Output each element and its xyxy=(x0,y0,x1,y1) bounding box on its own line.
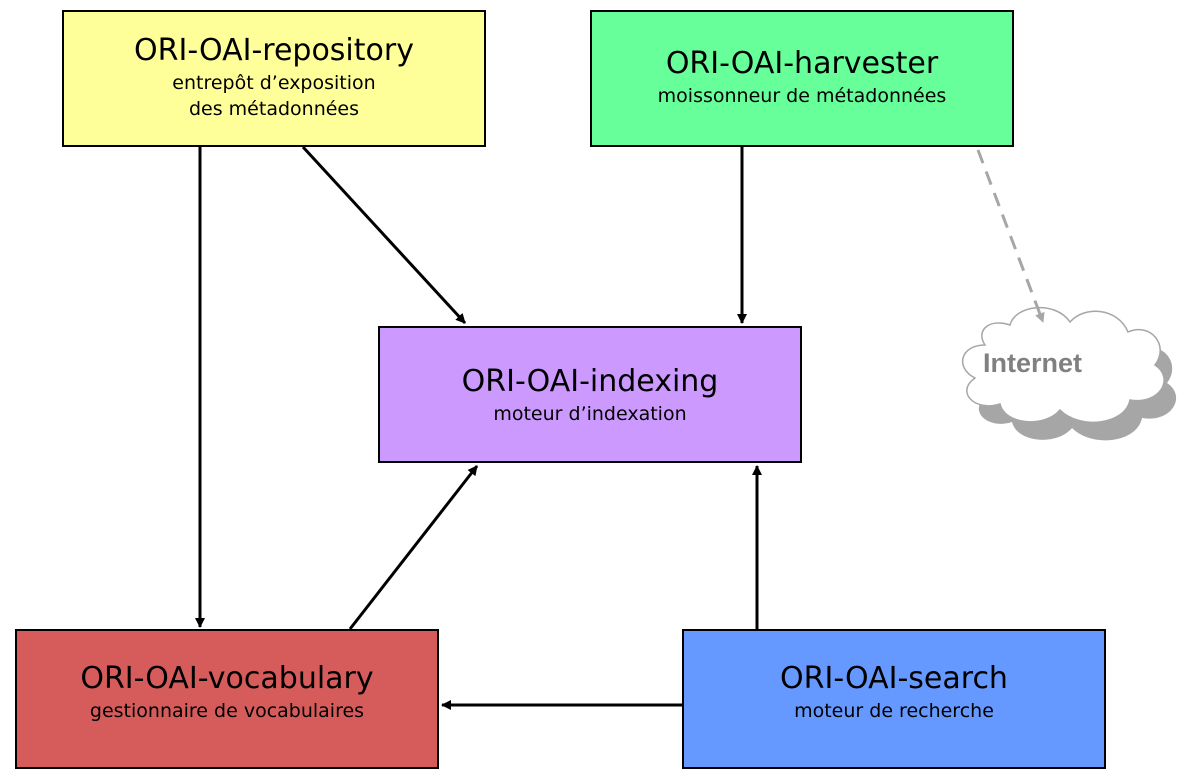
repository-subtitle-line1: entrepôt d’exposition xyxy=(172,71,376,94)
vocabulary-title: ORI-OAI-vocabulary xyxy=(80,661,374,696)
indexing-node: ORI-OAI-indexing moteur d’indexation xyxy=(378,326,802,463)
search-node: ORI-OAI-search moteur de recherche xyxy=(682,629,1106,769)
edge-repository-to-indexing xyxy=(301,145,467,325)
vocabulary-subtitle: gestionnaire de vocabulaires xyxy=(89,700,365,722)
internet-label: Internet xyxy=(983,348,1083,378)
search-title: ORI-OAI-search xyxy=(780,661,1008,696)
harvester-subtitle: moissonneur de métadonnées xyxy=(657,84,947,107)
edge-harvester-to-internet xyxy=(976,149,1045,323)
internet-cloud-icon xyxy=(961,307,1165,424)
vocabulary-node: ORI-OAI-vocabulary gestionnaire de vocab… xyxy=(15,629,439,769)
repository-subtitle-line2: des métadonnées xyxy=(188,97,360,120)
indexing-title: ORI-OAI-indexing xyxy=(461,363,719,399)
search-subtitle: moteur de recherche xyxy=(794,700,994,722)
edge-vocabulary-to-indexing xyxy=(348,465,479,630)
harvester-title: ORI-OAI-harvester xyxy=(665,45,939,81)
repository-node: ORI-OAI-repository entrepôt d’exposition… xyxy=(62,10,486,147)
repository-title: ORI-OAI-repository xyxy=(134,32,414,68)
harvester-node: ORI-OAI-harvester moissonneur de métadon… xyxy=(590,10,1014,147)
indexing-subtitle: moteur d’indexation xyxy=(493,402,687,425)
